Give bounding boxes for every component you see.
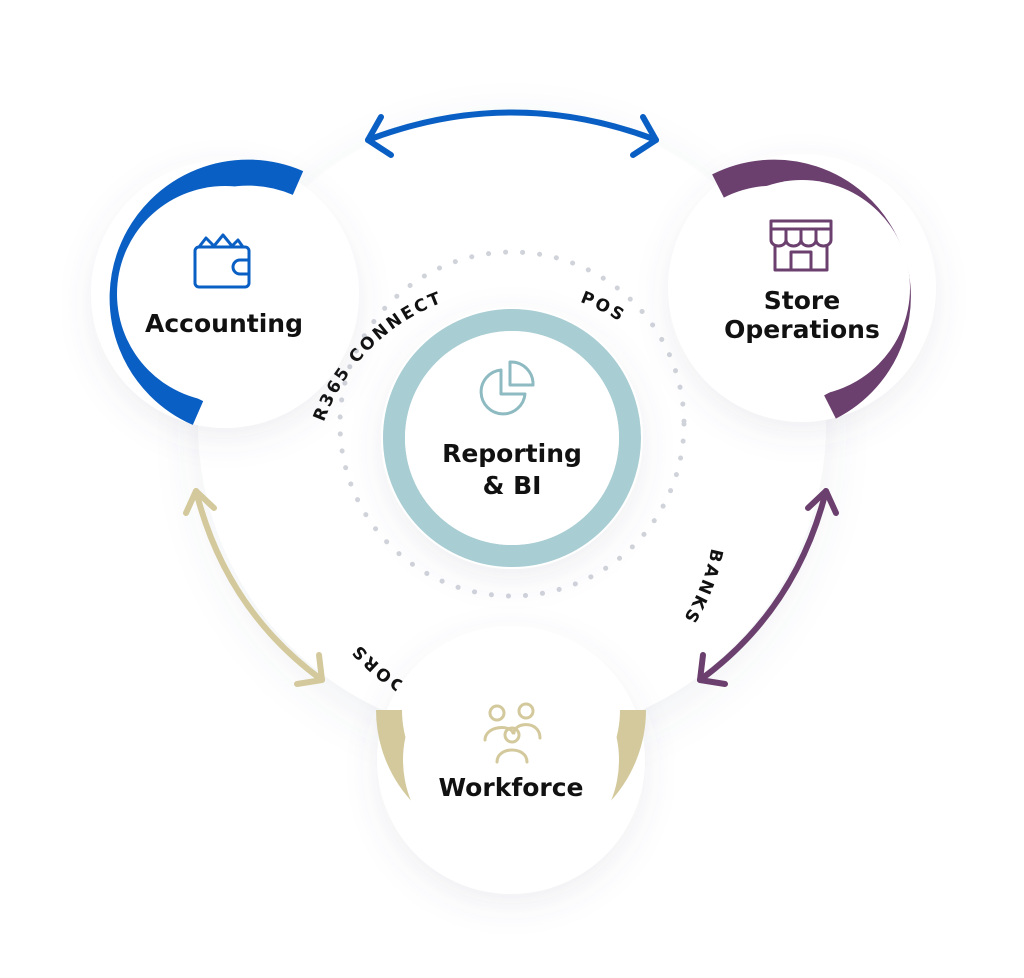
accounting-node: Accounting bbox=[91, 159, 359, 428]
people-group-icon bbox=[483, 702, 542, 764]
workforce-node: Workforce bbox=[376, 626, 646, 894]
arrow-accounting-store bbox=[365, 109, 659, 158]
reporting-label-line2: & BI bbox=[483, 471, 542, 500]
workforce-label: Workforce bbox=[439, 773, 584, 802]
reporting-label-line1: Reporting bbox=[442, 439, 582, 468]
store-operations-node: Store Operations bbox=[668, 154, 936, 422]
store-operations-label-line1: Store bbox=[764, 286, 840, 315]
arrow-store-workforce bbox=[697, 488, 839, 687]
store-operations-label-line2: Operations bbox=[724, 315, 880, 344]
dotted-ring bbox=[337, 249, 687, 599]
storefront-icon bbox=[769, 219, 833, 272]
pie-chart-icon bbox=[479, 360, 535, 416]
wallet-icon bbox=[193, 233, 251, 289]
reporting-node: Reporting & BI bbox=[381, 307, 643, 569]
reporting-ring bbox=[383, 309, 641, 567]
arrow-accounting-workforce bbox=[183, 488, 325, 687]
accounting-label: Accounting bbox=[145, 309, 303, 338]
